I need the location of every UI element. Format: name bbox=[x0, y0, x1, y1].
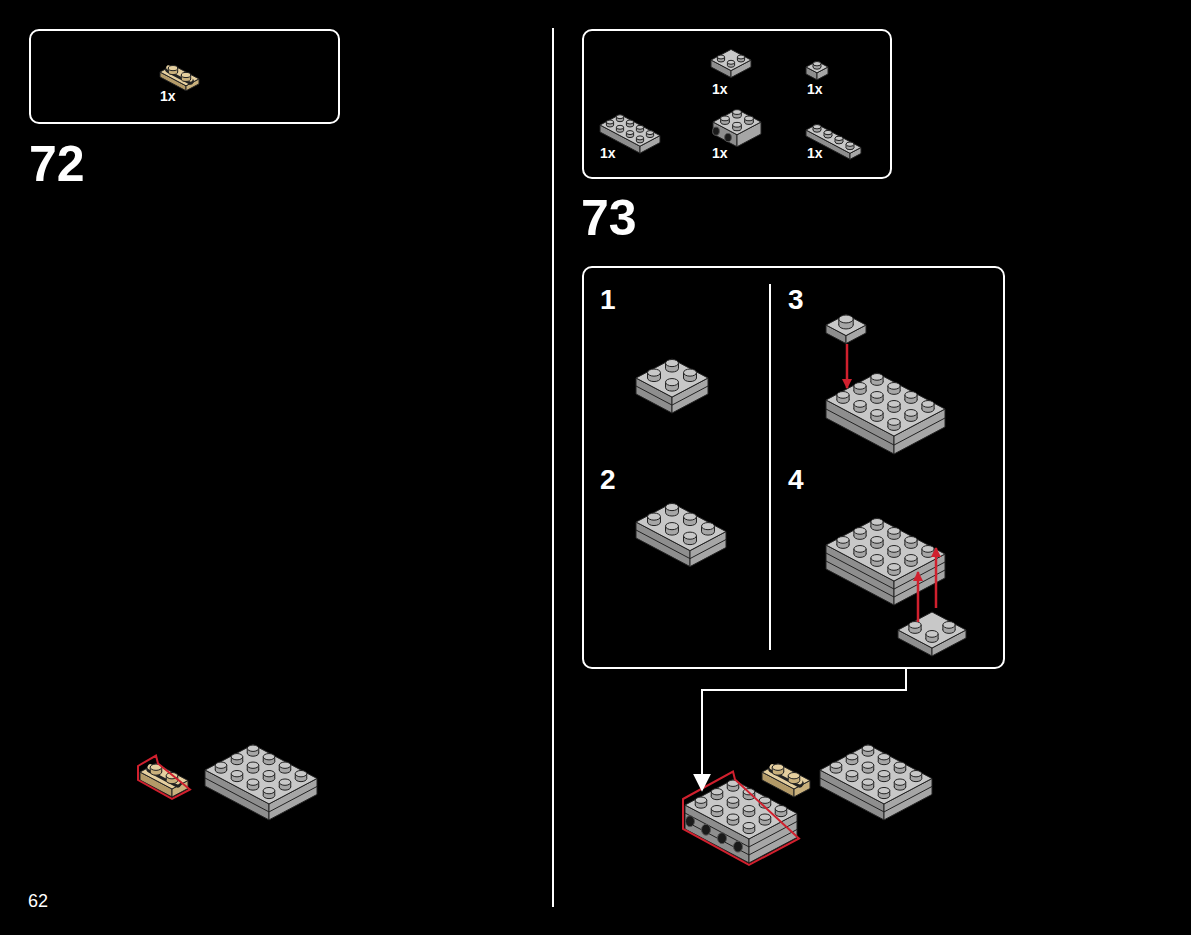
step-number: 73 bbox=[581, 193, 637, 243]
page-number: 62 bbox=[28, 892, 48, 910]
plate-1x4 bbox=[806, 124, 861, 159]
part-count: 1x bbox=[160, 89, 176, 103]
jumper-plate bbox=[138, 756, 190, 799]
substep-box: 1 2 3 4 bbox=[582, 266, 1005, 669]
step-number: 72 bbox=[29, 139, 85, 189]
corner-plate bbox=[898, 612, 966, 656]
substep-number: 1 bbox=[600, 286, 616, 314]
placement-arrow bbox=[917, 572, 920, 622]
plate-1x1 bbox=[806, 61, 828, 80]
grey-plate-stack bbox=[205, 745, 317, 820]
substep-4-model bbox=[826, 518, 945, 605]
substep-number: 4 bbox=[788, 466, 804, 494]
part-count: 1x bbox=[807, 82, 823, 96]
page-divider bbox=[552, 28, 554, 907]
parts-list-box: 1x bbox=[29, 29, 340, 124]
plate-1x1 bbox=[826, 314, 866, 343]
callout-arrow bbox=[702, 668, 906, 790]
side-stud-brick bbox=[713, 109, 761, 146]
substep-1-model bbox=[636, 359, 708, 413]
subassembly bbox=[683, 772, 799, 865]
substep-number: 3 bbox=[788, 286, 804, 314]
parts-list-box: 1x 1x 1x 1x 1x bbox=[582, 29, 892, 179]
part-count: 1x bbox=[807, 146, 823, 160]
corner-plate bbox=[711, 49, 751, 77]
substep-number: 2 bbox=[600, 466, 616, 494]
placement-arrow bbox=[935, 548, 938, 608]
substep-2-model bbox=[636, 503, 726, 567]
part-count: 1x bbox=[600, 146, 616, 160]
placement-arrow bbox=[846, 344, 849, 388]
substep-divider bbox=[769, 284, 771, 650]
jumper-plate bbox=[160, 65, 199, 91]
substep-3-model bbox=[826, 373, 945, 454]
part-count: 1x bbox=[712, 146, 728, 160]
part-count: 1x bbox=[712, 82, 728, 96]
grey-plate-stack bbox=[820, 745, 932, 820]
jumper-plate bbox=[762, 764, 810, 797]
